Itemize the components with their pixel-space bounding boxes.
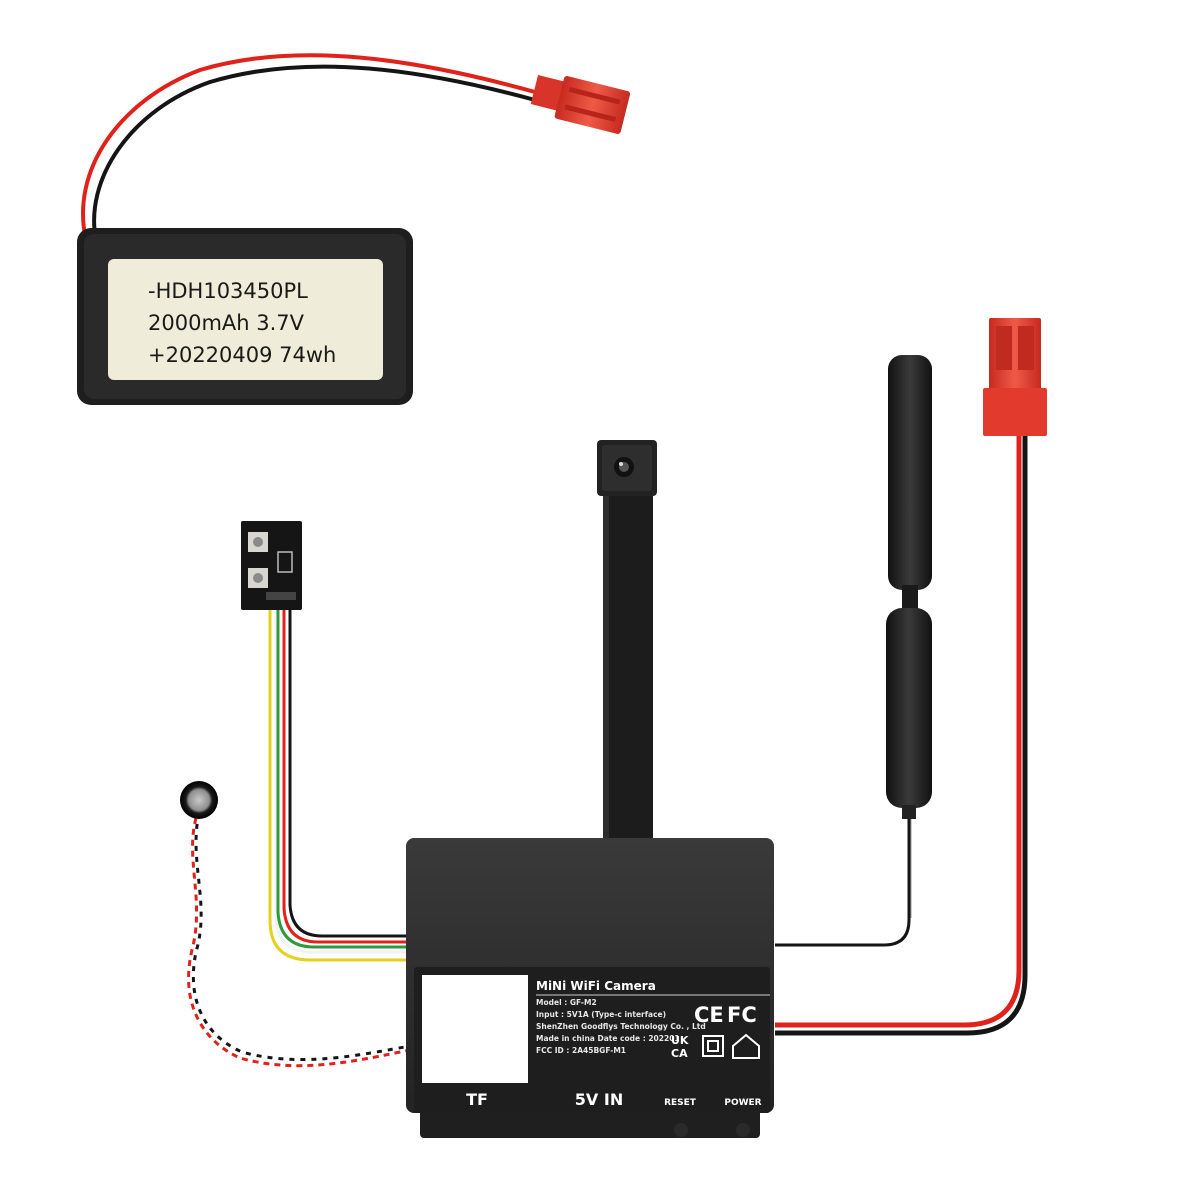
ukca-mark-icon-top: UK xyxy=(671,1034,689,1047)
board-date: Made in china Date code : 202201 xyxy=(536,1034,680,1043)
recycle-square-icon xyxy=(702,1035,724,1057)
microphone xyxy=(180,781,411,1068)
camera-module xyxy=(597,440,657,850)
battery-red-wire xyxy=(81,53,536,241)
board-fcc: FCC ID : 2A45BGF-M1 xyxy=(536,1046,626,1055)
reset-button[interactable] xyxy=(674,1123,688,1137)
board-title: MiNi WiFi Camera xyxy=(536,979,656,993)
main-board: MiNi WiFi Camera Model : GF-M2 Input : 5… xyxy=(406,838,774,1138)
camera-ribbon-cable xyxy=(603,490,653,850)
microphone-capsule-icon xyxy=(180,781,218,819)
tf-port-label: TF xyxy=(466,1090,488,1109)
power-button-label: POWER xyxy=(724,1098,761,1108)
board-model: Model : GF-M2 xyxy=(536,998,597,1007)
power-jst-connector xyxy=(983,318,1047,436)
wifi-antenna xyxy=(775,355,932,947)
battery-black-wire xyxy=(92,64,536,241)
battery-jst-connector xyxy=(530,74,631,134)
fc-mark-icon: FC xyxy=(727,1003,757,1027)
ukca-mark-icon-bottom: CA xyxy=(671,1047,688,1060)
button-board xyxy=(241,521,410,962)
power-button[interactable] xyxy=(736,1123,750,1137)
board-input: Input : 5V1A (Type-c interface) xyxy=(536,1010,666,1019)
battery-pack: -HDH103450PL 2000mAh 3.7V +20220409 74wh xyxy=(77,53,631,405)
battery-model-text: -HDH103450PL xyxy=(148,279,308,303)
ce-mark-icon: CE xyxy=(694,1003,724,1027)
reset-button-label: RESET xyxy=(664,1098,697,1108)
board-white-sticker xyxy=(422,975,528,1083)
battery-capacity-text: 2000mAh 3.7V xyxy=(148,311,305,335)
board-maker: ShenZhen Goodflys Technology Co. , Ltd xyxy=(536,1022,706,1031)
battery-label xyxy=(108,259,383,380)
5v-in-port-label: 5V IN xyxy=(575,1090,623,1109)
battery-date-text: +20220409 74wh xyxy=(148,343,336,367)
indoor-use-house-icon xyxy=(732,1033,760,1059)
power-lead xyxy=(775,318,1047,1036)
